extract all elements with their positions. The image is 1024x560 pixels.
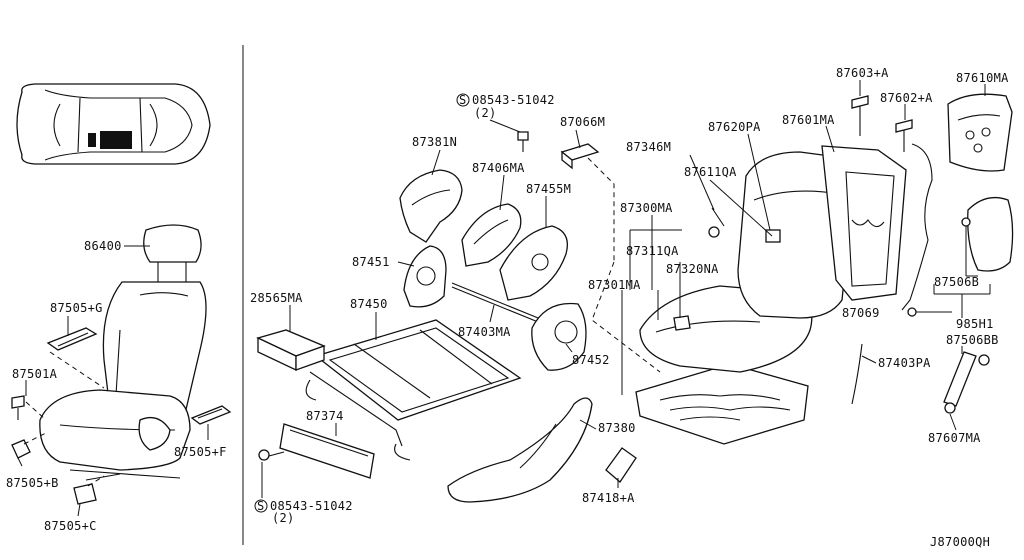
- label-87505C: 87505+C: [44, 519, 97, 533]
- label-87066M: 87066M: [560, 115, 605, 129]
- trim-cover-87505B: [11, 439, 31, 459]
- bracket-87607MA: [943, 351, 990, 414]
- trim-cover-87505F: [190, 405, 232, 425]
- label-87505G: 87505+G: [50, 301, 103, 315]
- harness-87069: [901, 143, 933, 317]
- screw-qty-top: (2): [474, 106, 497, 120]
- screw-callout-top: S 08543-51042 (2): [456, 93, 555, 120]
- label-28565MA: 28565MA: [250, 291, 303, 305]
- label-87452: 87452: [572, 353, 610, 367]
- recliner-87455M: [499, 225, 569, 301]
- trim-cover-87505G: [46, 327, 98, 351]
- label-87610MA: 87610MA: [956, 71, 1009, 85]
- screw-callout-bottom: S 08543-51042 (2): [254, 499, 353, 525]
- label-87403PA: 87403PA: [878, 356, 931, 370]
- label-87505B: 87505+B: [6, 476, 59, 490]
- diagram-code: J87000QH: [930, 535, 990, 549]
- label-87311QA: 87311QA: [626, 244, 679, 258]
- label-87418A: 87418+A: [582, 491, 635, 505]
- screw-qty-bottom: (2): [272, 511, 295, 525]
- cushion-frame-87301MA: [635, 363, 809, 445]
- label-87380: 87380: [598, 421, 636, 435]
- control-unit-28565MA: [256, 329, 326, 372]
- label-87450: 87450: [350, 297, 388, 311]
- bracket-87418A: [605, 447, 637, 483]
- label-87406MA: 87406MA: [472, 161, 525, 175]
- trim-cover-87505C: [73, 483, 97, 505]
- screw-symbol-top: S: [459, 93, 467, 107]
- recliner-87451: [403, 245, 447, 308]
- seat-location-marker: [100, 131, 132, 149]
- label-87603A: 87603+A: [836, 66, 889, 80]
- screw-code-top: 08543-51042: [472, 93, 555, 107]
- label-87455M: 87455M: [526, 182, 571, 196]
- screw-code-bottom: 08543-51042: [270, 499, 353, 513]
- label-87602A: 87602+A: [880, 91, 933, 105]
- finisher-87381N: [399, 169, 463, 243]
- rod-87403MA: [451, 282, 549, 327]
- label-87451: 87451: [352, 255, 390, 269]
- motor-87452: [531, 302, 587, 371]
- seat-frame-87450: [305, 319, 522, 461]
- label-87506B: 87506B: [934, 275, 979, 289]
- part-labels: 86400 87505+G 87501A 87505+B 87505+C 875…: [6, 66, 1009, 533]
- harness-87403PA: [851, 343, 863, 405]
- screw-symbol-bottom: S: [257, 499, 265, 513]
- side-finisher-87380: [447, 397, 593, 503]
- headrest-guide-87602A: [895, 119, 913, 152]
- car-top-view: [16, 83, 211, 165]
- label-87381N: 87381N: [412, 135, 457, 149]
- label-87301MA: 87301MA: [588, 278, 641, 292]
- label-87506BB: 87506BB: [946, 333, 999, 347]
- label-87601MA: 87601MA: [782, 113, 835, 127]
- finisher-87374: [279, 423, 375, 479]
- screw-upper: [517, 131, 529, 152]
- screw-lower: [258, 449, 285, 461]
- label-87501A: 87501A: [12, 367, 58, 381]
- leader-lines: [17, 80, 991, 517]
- headrest-guide-87603A: [851, 95, 869, 136]
- label-87611QA: 87611QA: [684, 165, 737, 179]
- label-87069: 87069: [842, 306, 880, 320]
- label-87346M: 87346M: [626, 140, 671, 154]
- clip-87320NA: [673, 315, 691, 331]
- bolt-87501A: [11, 395, 25, 420]
- label-87300MA: 87300MA: [620, 201, 673, 215]
- label-985H1: 985H1: [956, 317, 994, 331]
- clip-87346M: [708, 207, 725, 238]
- label-87320NA: 87320NA: [666, 262, 719, 276]
- label-86400: 86400: [84, 239, 122, 253]
- complete-seat-illustration: [39, 224, 207, 481]
- speaker-87610MA: [947, 93, 1013, 172]
- label-87620PA: 87620PA: [708, 120, 761, 134]
- cover-87406MA: [461, 203, 522, 267]
- label-87505F: 87505+F: [174, 445, 227, 459]
- airbag-module-87506B: [961, 196, 1014, 272]
- label-87607MA: 87607MA: [928, 431, 981, 445]
- back-frame-87601MA: [821, 145, 907, 301]
- label-87403MA: 87403MA: [458, 325, 511, 339]
- label-87374: 87374: [306, 409, 344, 423]
